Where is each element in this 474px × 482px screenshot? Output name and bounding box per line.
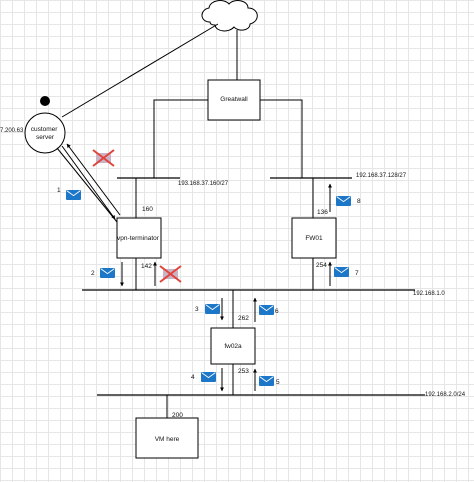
- fw02a-top-interface: 262: [238, 315, 249, 322]
- customer-to-vpn-link: [56, 147, 118, 223]
- customer-server-node[interactable]: [24, 112, 66, 154]
- envelope-icon: [200, 371, 217, 383]
- envelope-icon: [65, 189, 82, 201]
- vpn-bottom-interface: 142: [141, 263, 152, 270]
- step-6-label: 6: [275, 308, 279, 315]
- step-3-label: 3: [195, 306, 199, 313]
- net-193-label: 193.168.37.160/27: [178, 181, 229, 187]
- vm-interface: 200: [172, 412, 183, 419]
- vpn-top-interface: 160: [142, 206, 153, 213]
- step-5-label: 5: [276, 379, 280, 386]
- arrow-flow-1: [61, 145, 116, 220]
- arrow-flow-return: [66, 143, 121, 216]
- fw02a-bottom-interface: 253: [238, 368, 249, 375]
- step-1-label: 1: [57, 187, 61, 194]
- net-192-1-label: 192.168.1.0: [413, 291, 445, 297]
- envelope-icon: [258, 304, 275, 316]
- step-2-label: 2: [91, 270, 95, 277]
- crossed-out-envelope-icon: [92, 149, 115, 167]
- envelope-icon: [204, 303, 221, 315]
- greatwall-right-link: [260, 99, 303, 178]
- net-192-128-label: 192.168.37.128/27: [356, 173, 407, 179]
- fw01-box[interactable]: [291, 217, 337, 259]
- vm-box[interactable]: [135, 417, 199, 459]
- step-7-label: 7: [355, 270, 359, 277]
- envelope-icon: [258, 375, 275, 387]
- envelope-icon: [333, 266, 350, 278]
- cloud-to-customer-link: [61, 23, 219, 118]
- fw01-bottom-interface: 254: [316, 262, 327, 269]
- envelope-icon: [335, 195, 352, 207]
- vpn-terminator-label: vpn-terminator: [117, 235, 160, 242]
- net-192-2-label: 192.168.2.0/24: [425, 392, 466, 398]
- greatwall-label: Greatwall: [220, 96, 248, 103]
- customer-ip-label: 7.200.63: [0, 128, 24, 134]
- fw02a-label: fw02a: [224, 343, 242, 350]
- step-8-label: 8: [357, 198, 361, 205]
- step-4-label: 4: [191, 374, 195, 381]
- vm-label: VM here: [155, 436, 180, 443]
- envelope-icon: [99, 267, 116, 279]
- fw01-top-interface: 136: [317, 209, 328, 216]
- fw01-label: FW01: [305, 235, 323, 242]
- greatwall-left-link: [153, 99, 208, 178]
- vpn-terminator-box[interactable]: [116, 217, 162, 259]
- crossed-out-envelope-icon: [159, 265, 182, 283]
- customer-server-label: customer server: [31, 126, 60, 141]
- internet-cloud-icon: [201, 0, 258, 32]
- status-dot: [40, 96, 50, 106]
